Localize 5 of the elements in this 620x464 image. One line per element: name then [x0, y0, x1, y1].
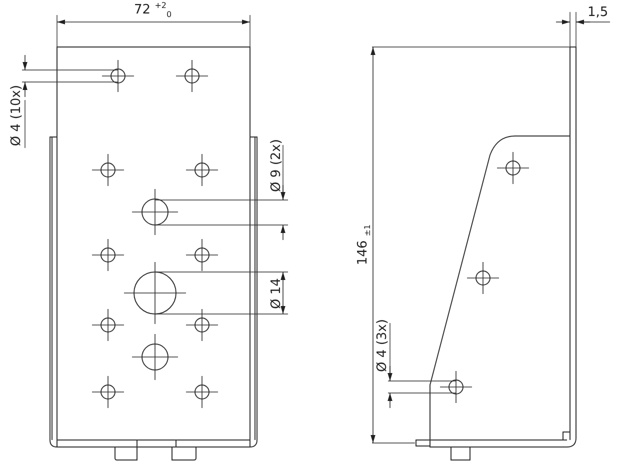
dimension-label: Ø 4 (10x) — [10, 84, 23, 146]
dimension-label: Ø 14 — [269, 278, 282, 308]
dimension-label: Ø 9 (2x) — [269, 138, 282, 192]
dimension-label: Ø 4 (3x) — [375, 318, 388, 372]
dimension-label: 1,5 — [588, 6, 608, 18]
